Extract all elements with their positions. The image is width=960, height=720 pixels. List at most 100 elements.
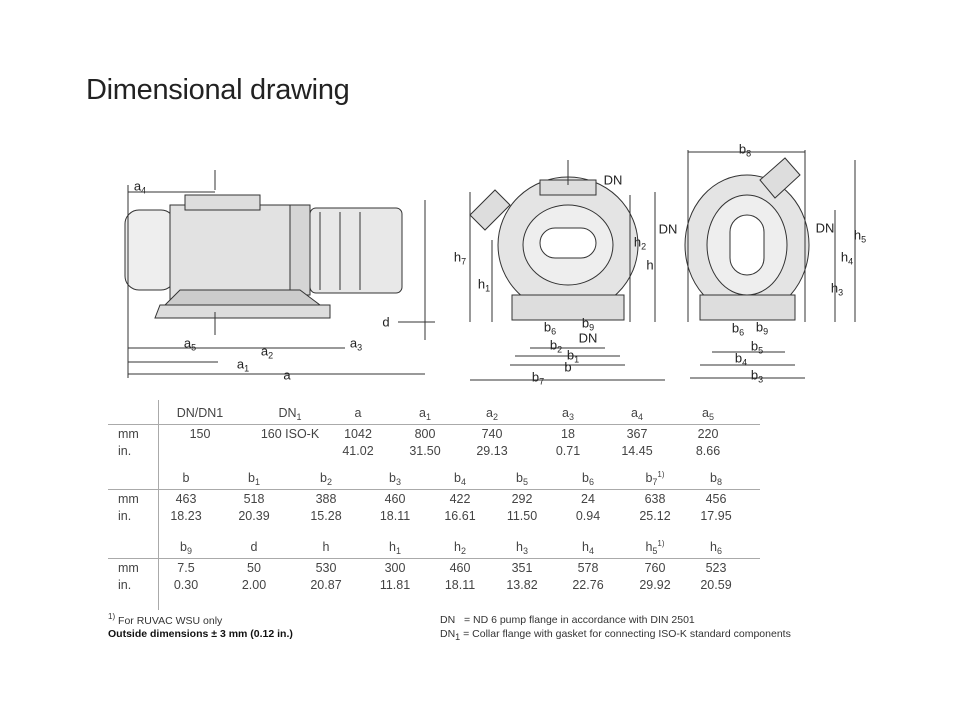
row-label-in: in. <box>118 444 132 458</box>
cell-in: 11.81 <box>379 578 411 592</box>
cell-in: 13.82 <box>506 578 538 592</box>
cell-mm: 18 <box>561 427 575 441</box>
dim-label-d: d <box>382 314 390 330</box>
cell-mm: 50 <box>247 561 261 575</box>
cell-in: 16.61 <box>444 509 476 523</box>
cell-mm: 800 <box>414 427 436 441</box>
column-header: h3 <box>516 540 528 556</box>
cell-in: 29.13 <box>476 444 508 458</box>
column-header: DN1 <box>278 406 302 422</box>
table-header-rule <box>108 558 760 559</box>
dim-label-h3: h3 <box>830 280 844 298</box>
dim-label-b6-rear: b6 <box>731 320 745 338</box>
cell-in: 17.95 <box>700 509 732 523</box>
cell-in: 18.23 <box>170 509 202 523</box>
column-header: a1 <box>419 406 431 422</box>
cell-mm: 160 ISO-K <box>260 427 320 441</box>
cell-in: 2.00 <box>241 578 267 592</box>
cell-in: 22.76 <box>572 578 604 592</box>
footnote: 1) For RUVAC WSU only <box>108 612 223 627</box>
column-header: b3 <box>389 471 401 487</box>
row-label-in: in. <box>118 578 132 592</box>
column-header: d <box>250 540 258 554</box>
column-header: b4 <box>454 471 466 487</box>
cell-in: 18.11 <box>379 509 411 523</box>
cell-mm: 518 <box>243 492 265 506</box>
dim-label-b1: b1 <box>566 347 580 365</box>
column-header: b8 <box>710 471 722 487</box>
cell-mm: 24 <box>581 492 595 506</box>
dim-label-h1: h1 <box>477 276 491 294</box>
page-title: Dimensional drawing <box>86 74 350 106</box>
cell-mm: 367 <box>626 427 648 441</box>
row-label-mm: mm <box>118 427 139 441</box>
column-header: h <box>322 540 330 554</box>
cell-mm: 460 <box>449 561 471 575</box>
dim-label-b4: b4 <box>734 350 748 368</box>
cell-in: 0.71 <box>555 444 581 458</box>
cell-mm: 351 <box>511 561 533 575</box>
column-header: a3 <box>562 406 574 422</box>
cell-mm: 422 <box>449 492 471 506</box>
dim-label-b6: b6 <box>543 319 557 337</box>
dim-label-dn: DN <box>603 172 623 188</box>
column-header: b <box>182 471 190 485</box>
cell-in: 20.39 <box>238 509 270 523</box>
rear-view <box>684 150 856 379</box>
dim-label-a3: a3 <box>349 335 363 353</box>
cell-in: 14.45 <box>621 444 653 458</box>
dimensional-drawing <box>124 150 856 381</box>
cell-in: 18.11 <box>444 578 476 592</box>
dim-label-a2: a2 <box>260 343 274 361</box>
cell-mm: 740 <box>481 427 503 441</box>
column-header: a4 <box>631 406 643 422</box>
dim-label-b5: b5 <box>750 338 764 356</box>
dim-label-a: a <box>283 367 291 383</box>
cell-in: 20.87 <box>310 578 342 592</box>
cell-in: 41.02 <box>342 444 374 458</box>
cell-mm: 578 <box>577 561 599 575</box>
cell-mm: 638 <box>644 492 666 506</box>
dim-label-b7: b7 <box>531 369 545 387</box>
dim-label-dn-left: DN <box>658 221 678 237</box>
dim-label-h2: h2 <box>633 234 647 252</box>
dn-legend: DN = ND 6 pump flange in accordance with… <box>440 614 695 626</box>
dim-label-b9-rear: b9 <box>755 319 769 337</box>
row-label-in: in. <box>118 509 132 523</box>
cell-mm: 292 <box>511 492 533 506</box>
cell-mm: 456 <box>705 492 727 506</box>
cell-in: 20.59 <box>700 578 732 592</box>
column-header: h4 <box>582 540 594 556</box>
dim-label-b9: b9 <box>581 315 595 333</box>
cell-in: 15.28 <box>310 509 342 523</box>
dim-label-b3: b3 <box>750 367 764 385</box>
row-label-mm: mm <box>118 492 139 506</box>
dim-label-b8: b8 <box>738 141 752 159</box>
column-header: b2 <box>320 471 332 487</box>
column-header: a <box>354 406 362 420</box>
cell-mm: 220 <box>697 427 719 441</box>
column-header: b5 <box>516 471 528 487</box>
row-label-mm: mm <box>118 561 139 575</box>
cell-mm: 460 <box>384 492 406 506</box>
table-header-rule <box>108 489 760 490</box>
dn1-legend: DN1 = Collar flange with gasket for conn… <box>440 628 791 642</box>
column-header: h6 <box>710 540 722 556</box>
dim-label-a1: a1 <box>236 356 250 374</box>
cell-in: 0.30 <box>173 578 199 592</box>
dim-label-h7: h7 <box>453 249 467 267</box>
column-header: b9 <box>180 540 192 556</box>
cell-in: 0.94 <box>575 509 601 523</box>
column-header: a5 <box>702 406 714 422</box>
cell-mm: 523 <box>705 561 727 575</box>
dim-label-dn-bottom: DN <box>578 330 598 346</box>
column-header: a2 <box>486 406 498 422</box>
dim-label-dn-right: DN <box>815 220 835 236</box>
column-header: h51) <box>645 539 665 556</box>
cell-mm: 760 <box>644 561 666 575</box>
side-view <box>124 170 435 378</box>
column-header: h2 <box>454 540 466 556</box>
cell-mm: 530 <box>315 561 337 575</box>
cell-mm: 388 <box>315 492 337 506</box>
